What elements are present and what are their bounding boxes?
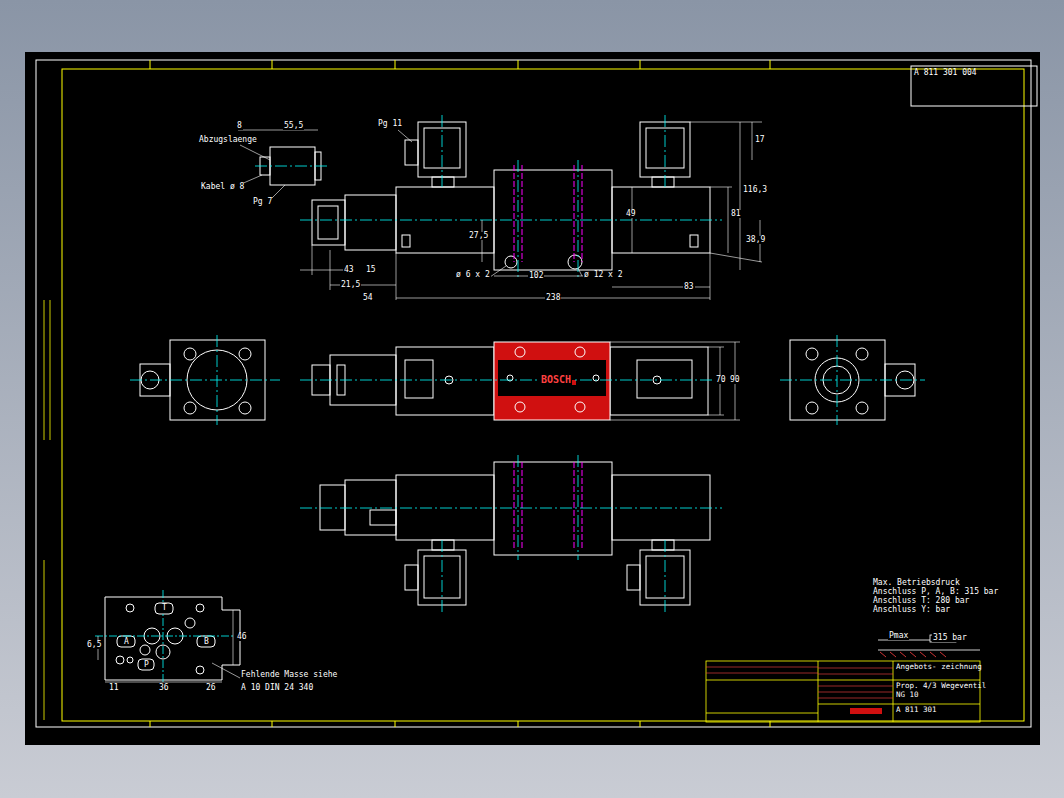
cell-text: A 811 301 004 [914,68,1034,77]
drawing-label: 21,5 [340,281,361,289]
cell-text: Angebots- zeichnung [896,663,984,672]
drawing-label: 11 [108,684,120,692]
drawing-label: BOSCH [540,375,572,385]
drawing-label: 238 [545,294,561,302]
drawing-label: Fehlende Masse siehe [240,671,338,679]
drawing-label: 54 [362,294,374,302]
drawing-label: ø 12 x 2 [583,271,624,279]
drawing-label: 27,5 [468,232,489,240]
drawing-label: Pg 7 [252,198,273,206]
drawing-label: Anschluss Y: bar [872,606,951,614]
drawing-label: Anschluss T: 280 bar [872,597,970,605]
drawing-label: Anschluss P, A, B: 315 bar [872,588,999,596]
drawing-number-box: A 811 301 004 [911,66,1037,106]
title-block-cell: A 811 301 [893,704,980,722]
drawing-label: Pmax [888,632,909,640]
drawing-label: 15 [365,266,377,274]
drawing-label: 315 bar [932,634,968,642]
drawing-label: 116,3 [742,186,768,194]
drawing-label: 83 [683,283,695,291]
drawing-label: 8 [236,122,243,130]
drawing-label: A 10 DIN 24 340 [240,684,314,692]
drawing-label: Abzugslaenge [198,136,258,144]
drawing-label: P [143,661,150,669]
drawing-label: 26 [205,684,217,692]
drawing-label: 90 [729,376,741,384]
title-block-cell: Angebots- zeichnung [893,661,987,680]
drawing-label: 36 [158,684,170,692]
drawing-label: A [123,638,130,646]
drawing-label: ø 6 x 2 [455,271,491,279]
drawing-label: 49 [625,210,637,218]
drawing-label: Max. Betriebsdruck [872,579,961,587]
drawing-label: 38,9 [745,236,766,244]
drawing-label: 43 [343,266,355,274]
cell-text: Prop. 4/3 Wegeventil [896,682,989,691]
drawing-label: 6,5 [86,641,102,649]
cell-text: A 811 301 [896,706,977,715]
cell-text: NG 10 [896,691,989,700]
drawing-label: Kabel ø 8 [200,183,245,191]
drawing-label: 46 [236,633,248,641]
drawing-label: 17 [754,136,766,144]
drawing-label: B [203,638,210,646]
drawing-label: 102 [528,272,544,280]
drawing-label: 70 [715,376,727,384]
title-block-cell: Prop. 4/3 WegeventilNG 10 [893,680,992,704]
drawing-label: 55,5 [283,122,304,130]
drawing-label: T [161,604,168,612]
drawing-label: Pg 11 [377,120,403,128]
drawing-label: 81 [730,210,742,218]
